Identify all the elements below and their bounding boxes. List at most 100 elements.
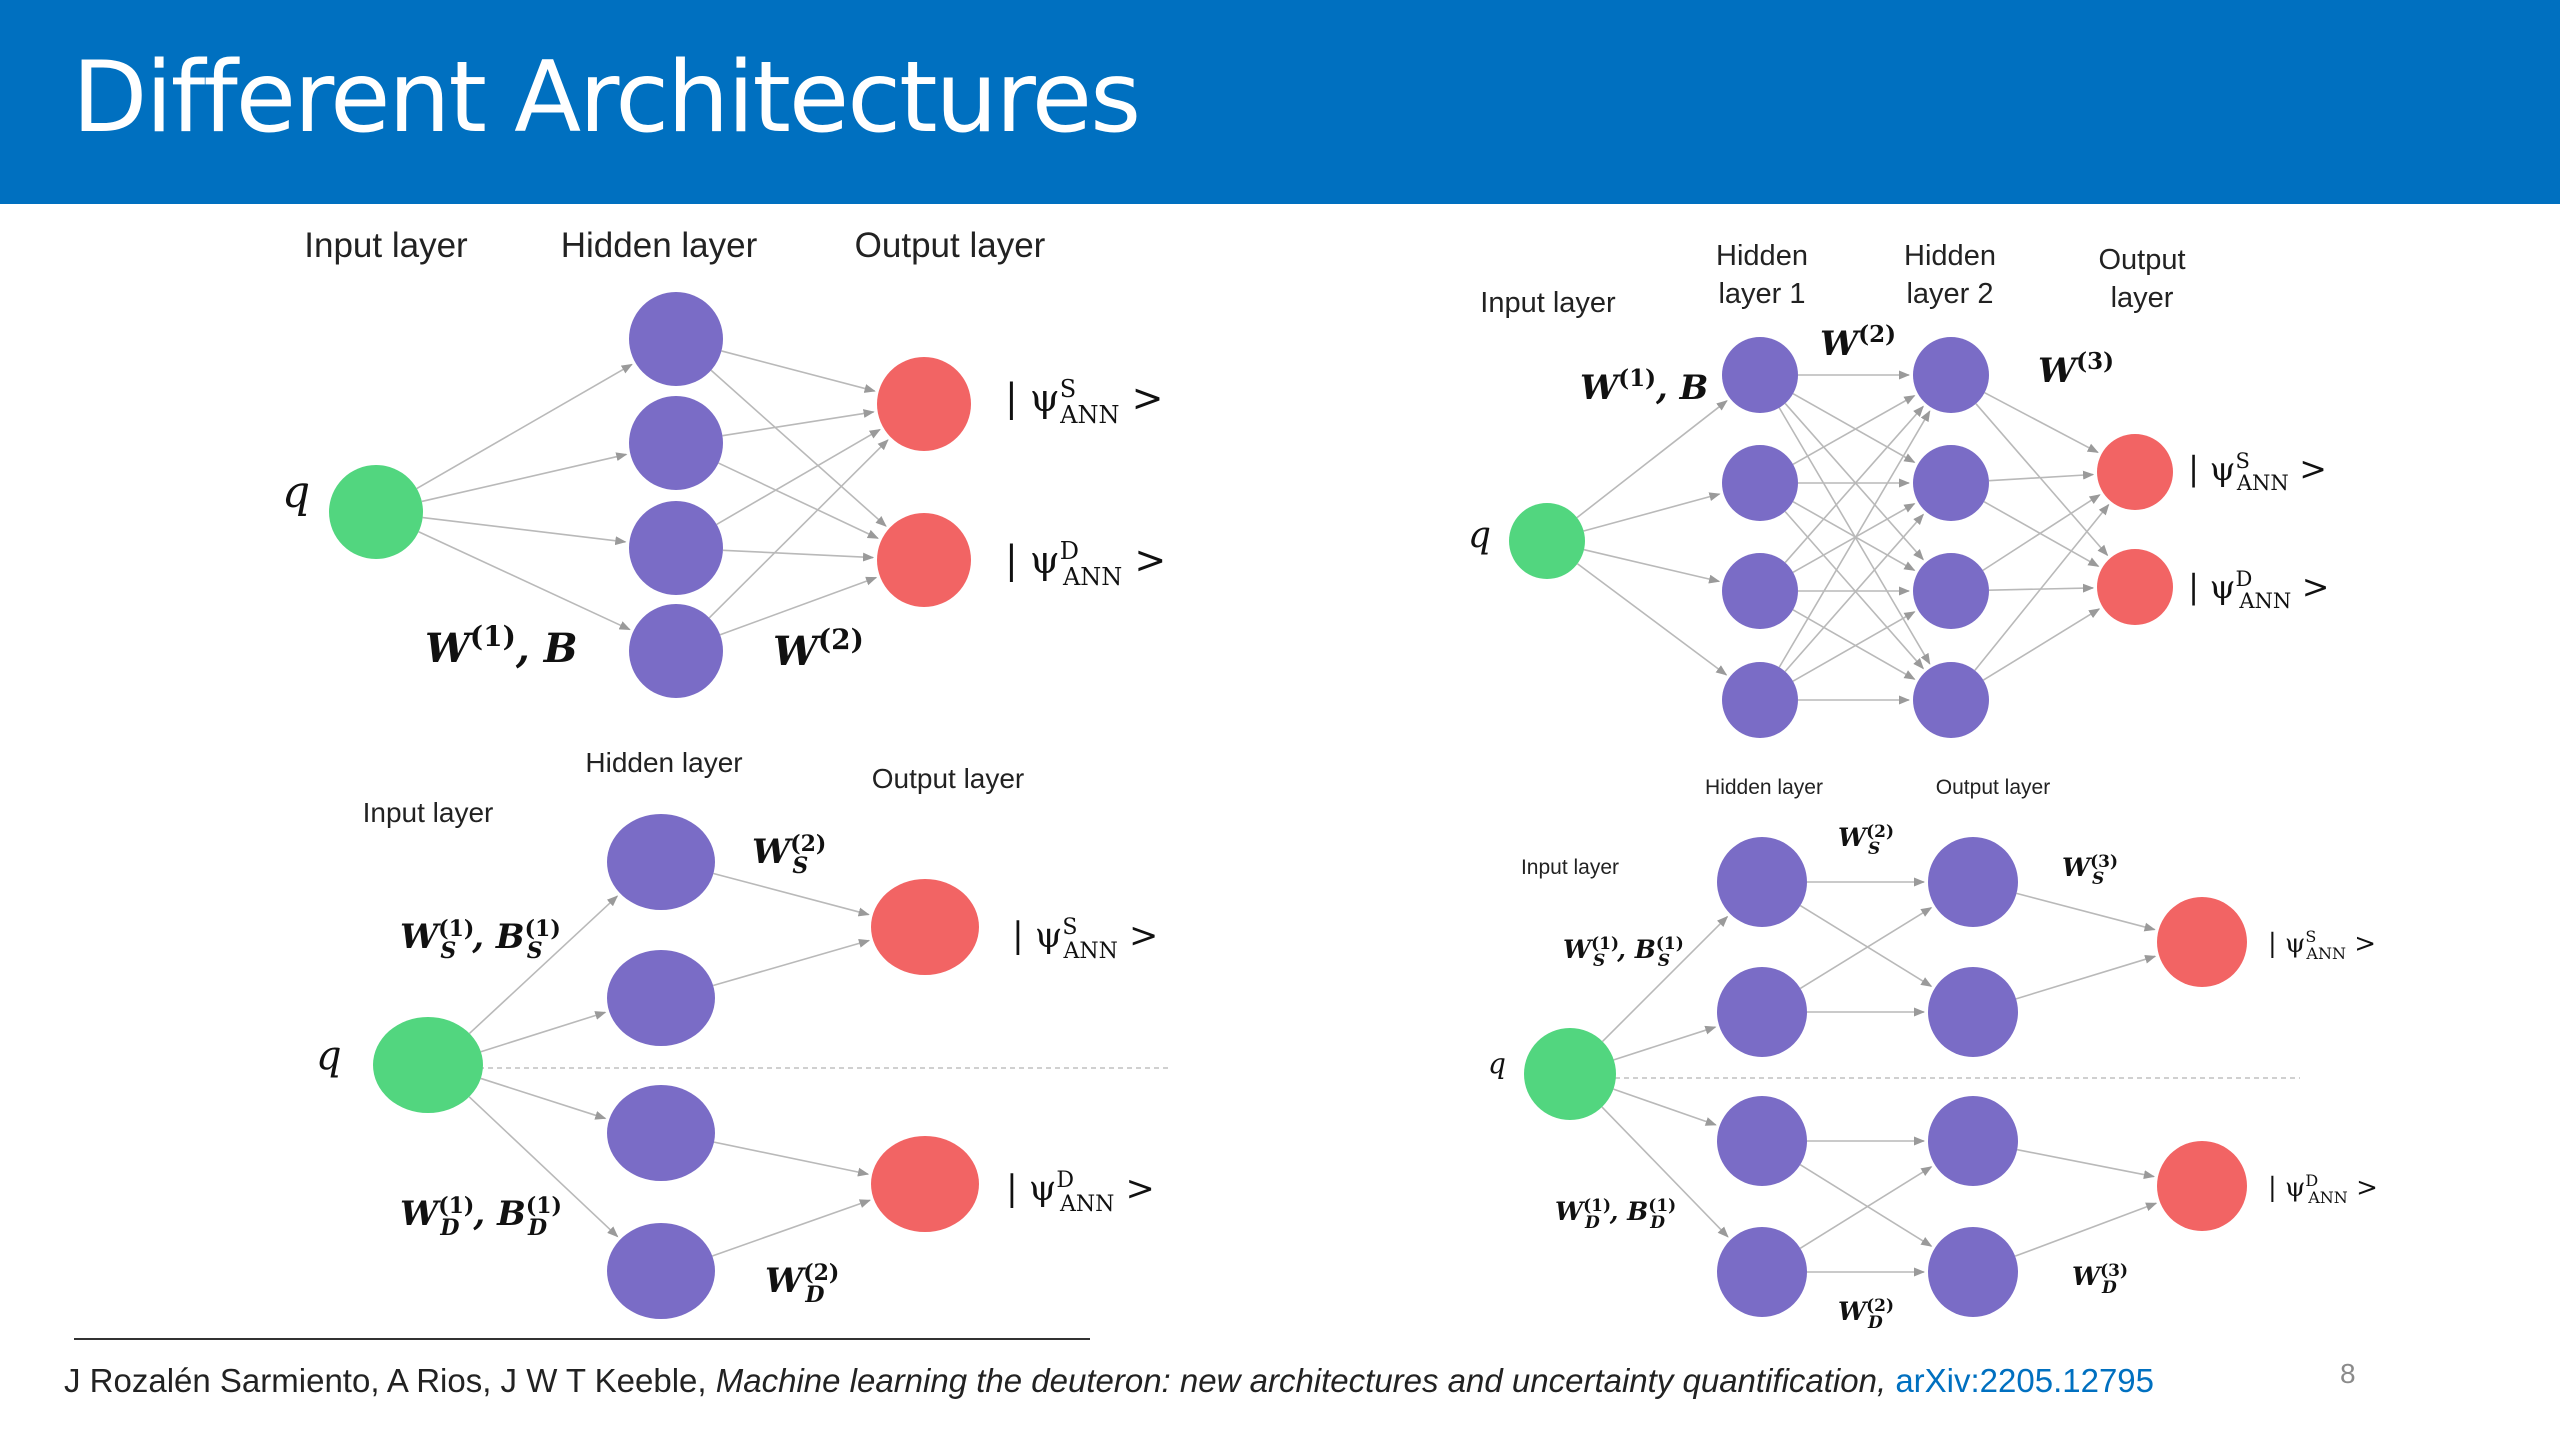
page-number: 8 bbox=[2340, 1358, 2356, 1389]
a-out-edge-1-1 bbox=[718, 462, 879, 539]
c-wd1-label: W(1)D, B(1)D bbox=[400, 1193, 562, 1241]
a-w2-label: W(2) bbox=[773, 623, 864, 675]
b-out-edge-3-0 bbox=[1974, 503, 2110, 671]
a-input-symbol: q bbox=[282, 467, 310, 518]
a-in-edge-0-1 bbox=[421, 452, 628, 503]
a-in-edge-0-3 bbox=[418, 531, 631, 631]
a-out-edge-3-0 bbox=[708, 439, 889, 619]
c-hidden-s-node-1 bbox=[607, 814, 715, 910]
a-output-label: Output layer bbox=[855, 226, 1046, 265]
b-hidden2-node-4 bbox=[1913, 662, 1989, 738]
b-w1-label: W(1), B bbox=[1580, 365, 1708, 408]
b-hidden2-node-1 bbox=[1913, 337, 1989, 413]
d-d-out-edge-1-0 bbox=[2014, 1202, 2158, 1257]
c-hidden-label: Hidden layer bbox=[585, 747, 742, 778]
diagram-c: Input layer Hidden layer Output layer q … bbox=[316, 747, 1158, 1308]
d-ws1-label: W(1)S, B(1)S bbox=[1563, 934, 1684, 971]
a-out-edge-0-1 bbox=[710, 369, 887, 527]
c-wd2-label: W(2)D bbox=[765, 1260, 839, 1308]
b-w2-label: W(2) bbox=[1820, 321, 1896, 364]
b-mid-edge-0-1 bbox=[1792, 393, 1916, 464]
b-out-edge-0-1 bbox=[1975, 403, 2109, 557]
citation-paper-title: Machine learning the deuteron: new archi… bbox=[715, 1362, 1887, 1399]
d-in-edge-0-3 bbox=[1601, 1106, 1729, 1238]
c-input-symbol: q bbox=[316, 1033, 342, 1079]
diagram-a: Input layer Hidden layer Output layer q … bbox=[282, 226, 1166, 675]
b-out-edge-1-0 bbox=[1988, 470, 2095, 482]
b-mid-edge-3-0 bbox=[1778, 410, 1931, 668]
b-hidden1-label-l1: Hidden bbox=[1716, 240, 1808, 272]
b-mid-edge-0-2 bbox=[1784, 402, 1924, 561]
d-d-out-edge-0-0 bbox=[2017, 1148, 2156, 1180]
b-hidden1-node-4 bbox=[1722, 662, 1798, 738]
b-hidden1-node-2 bbox=[1722, 445, 1798, 521]
b-out-edge-1-1 bbox=[1983, 501, 2100, 568]
b-mid-edge-1-2 bbox=[1792, 501, 1916, 572]
c-in-edge-0-3 bbox=[468, 1096, 619, 1238]
d-s-out-edge-1-0 bbox=[2015, 954, 2157, 1000]
d-hidden-s-node-1 bbox=[1717, 837, 1807, 927]
b-in-edge-0-1 bbox=[1583, 492, 1721, 532]
d-d-mid-edge-0-1 bbox=[1799, 1164, 1933, 1247]
d-in-edge-0-2 bbox=[1613, 1088, 1717, 1126]
a-hidden-node-2 bbox=[629, 396, 723, 490]
d-input-node bbox=[1524, 1028, 1616, 1120]
d-hidden2-s-node-1 bbox=[1928, 837, 2018, 927]
b-mid-edge-2-1 bbox=[1792, 502, 1916, 573]
diagram-d: Input layer Hidden layer Output layer q … bbox=[1488, 776, 2378, 1333]
c-ws2-label: W(2)S bbox=[752, 831, 826, 879]
footer-rule bbox=[74, 1338, 1090, 1340]
connection-edges bbox=[416, 350, 2158, 1277]
b-input-label: Input layer bbox=[1480, 287, 1616, 319]
a-out-edge-2-1 bbox=[722, 549, 875, 562]
a-w1-label: W(1), B bbox=[425, 620, 578, 672]
d-hidden-label: Hidden layer bbox=[1705, 776, 1823, 799]
d-input-label: Input layer bbox=[1521, 856, 1619, 879]
a-output-node-1 bbox=[877, 357, 971, 451]
b-output-label-l2: layer bbox=[2111, 282, 2174, 314]
a-out-edge-1-0 bbox=[722, 409, 875, 437]
d-hidden-d-node-1 bbox=[1717, 1096, 1807, 1186]
citation: J Rozalén Sarmiento, A Rios, J W T Keebl… bbox=[64, 1362, 2364, 1400]
d-input-symbol: q bbox=[1488, 1047, 1506, 1080]
b-output-node-1 bbox=[2097, 434, 2173, 510]
b-output-node-2 bbox=[2097, 549, 2173, 625]
title-bar: Different Architectures bbox=[0, 0, 2560, 204]
c-output-label: Output layer bbox=[872, 763, 1025, 794]
c-s-edge-1-0 bbox=[712, 938, 871, 987]
a-in-edge-0-0 bbox=[416, 363, 633, 490]
c-input-label: Input layer bbox=[363, 797, 494, 828]
b-in-edge-0-0 bbox=[1576, 400, 1728, 519]
d-hidden-d-node-2 bbox=[1717, 1227, 1807, 1317]
citation-arxiv-link[interactable]: arXiv:2205.12795 bbox=[1895, 1362, 2155, 1399]
c-output-d-node bbox=[871, 1136, 979, 1232]
b-input-node bbox=[1509, 503, 1585, 579]
a-input-label: Input layer bbox=[304, 226, 468, 265]
d-output-d-node bbox=[2157, 1141, 2247, 1231]
b-mid-edge-1-0 bbox=[1792, 394, 1916, 465]
d-d-mid-edge-1-0 bbox=[1799, 1166, 1933, 1249]
a-output-node-2 bbox=[877, 513, 971, 607]
c-s-edge-0-0 bbox=[713, 872, 870, 917]
a-hidden-node-4 bbox=[629, 604, 723, 698]
b-hidden1-node-3 bbox=[1722, 553, 1798, 629]
b-w3-label: W(3) bbox=[2038, 348, 2114, 391]
c-in-edge-0-2 bbox=[480, 1077, 607, 1120]
a-out-edge-2-0 bbox=[716, 428, 881, 526]
b-hidden2-node-3 bbox=[1913, 553, 1989, 629]
a-hidden-node-3 bbox=[629, 501, 723, 595]
c-hidden-s-node-2 bbox=[607, 950, 715, 1046]
a-hidden-node-1 bbox=[629, 292, 723, 386]
d-s-out-edge-0-0 bbox=[2016, 892, 2156, 932]
d-hidden2-s-node-2 bbox=[1928, 967, 2018, 1057]
c-output-s-node bbox=[871, 879, 979, 975]
b-hidden1-label-l2: layer 1 bbox=[1718, 278, 1805, 310]
d-wd3-label: W(3)D bbox=[2072, 1261, 2128, 1298]
